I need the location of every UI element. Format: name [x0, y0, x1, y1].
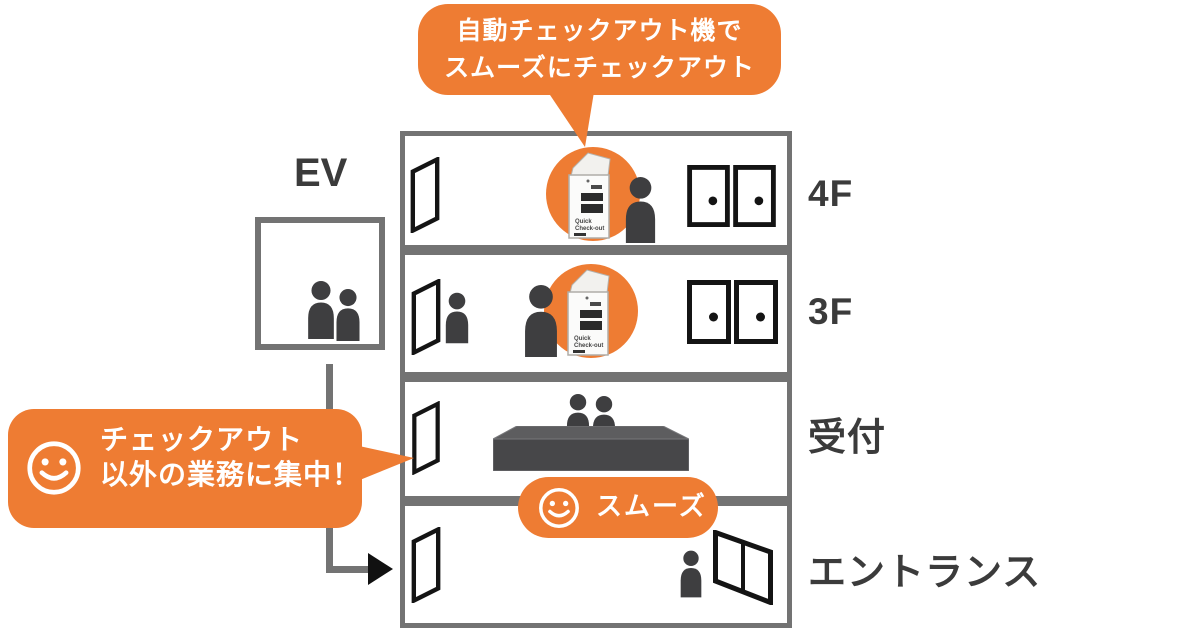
room-door-icon: [687, 165, 730, 227]
callout-smooth-label: スムーズ: [596, 491, 707, 521]
floor-label-reception: 受付: [808, 417, 887, 459]
floor-3f: Quick Check-out: [400, 250, 792, 377]
floor-4f: Quick Check-out: [400, 131, 792, 250]
room-door-icon: [734, 280, 778, 344]
floor-label-3f: 3F: [808, 291, 854, 332]
callout-auto-checkout-tail: [548, 92, 594, 147]
smiley-icon: [27, 441, 81, 495]
machine-brand-line2: Check-out: [575, 226, 604, 232]
person-icon: [625, 177, 656, 243]
person-icon: [445, 292, 469, 344]
open-door-icon: [411, 279, 441, 355]
callout-focus: チェックアウト 以外の業務に集中！: [8, 409, 362, 528]
person-icon: [525, 285, 557, 357]
open-door-icon: [411, 527, 441, 603]
machine-brand-line1: Quick: [574, 336, 591, 342]
smiley-icon: [539, 488, 579, 528]
callout-auto-checkout-line1: 自動チェックアウト機で: [456, 17, 743, 45]
arrowhead-icon: [368, 553, 393, 585]
elevator-label: EV: [294, 151, 348, 195]
person-icon: [308, 281, 334, 339]
person-icon: [336, 289, 360, 341]
entrance-door-icon: [713, 530, 773, 605]
floor-label-entrance: エントランス: [808, 552, 1042, 594]
callout-auto-checkout-line2: スムーズにチェックアウト: [444, 54, 755, 82]
floor-label-4f: 4F: [808, 173, 854, 214]
callout-focus-line2: 以外の業務に集中！: [100, 459, 362, 490]
room-door-icon: [733, 165, 776, 227]
checkout-machine-icon: Quick Check-out: [567, 269, 610, 356]
floor-entrance: [400, 501, 792, 628]
callout-auto-checkout: 自動チェックアウト機で スムーズにチェックアウト: [418, 4, 781, 95]
room-door-icon: [687, 280, 731, 344]
elevator-connector-horizontal: [326, 566, 372, 573]
elevator-box: [255, 217, 385, 350]
open-door-icon: [410, 157, 440, 233]
open-door-icon: [412, 401, 440, 475]
machine-brand-line1: Quick: [575, 219, 592, 225]
reception-desk-icon: [493, 426, 689, 471]
person-icon: [680, 550, 702, 598]
callout-smooth: スムーズ: [518, 477, 718, 538]
machine-brand-line2: Check-out: [574, 343, 603, 349]
checkout-machine-icon: Quick Check-out: [568, 152, 611, 239]
callout-focus-line1: チェックアウト: [100, 424, 304, 455]
